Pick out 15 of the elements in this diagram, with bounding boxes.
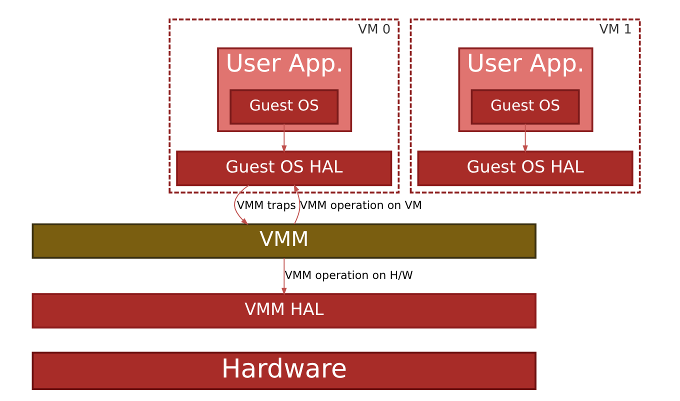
edge-label: VMM operation on VM bbox=[300, 198, 422, 212]
arrow bbox=[282, 258, 287, 296]
edge-label: VMM operation on H/W bbox=[284, 268, 413, 282]
node-box: Guest OS HAL bbox=[417, 150, 634, 186]
node-box: VMM bbox=[32, 223, 536, 259]
node-box: VMM HAL bbox=[32, 293, 536, 329]
node-box: Guest OS bbox=[230, 89, 339, 125]
arrow bbox=[522, 123, 528, 153]
arrow bbox=[294, 184, 300, 225]
arrow bbox=[234, 184, 250, 225]
edge-label: VMM traps bbox=[236, 198, 296, 212]
node-box: Guest OS bbox=[470, 89, 580, 125]
node-box: Hardware bbox=[32, 352, 536, 390]
node-box: Guest OS HAL bbox=[176, 150, 392, 186]
arrow bbox=[282, 123, 287, 153]
